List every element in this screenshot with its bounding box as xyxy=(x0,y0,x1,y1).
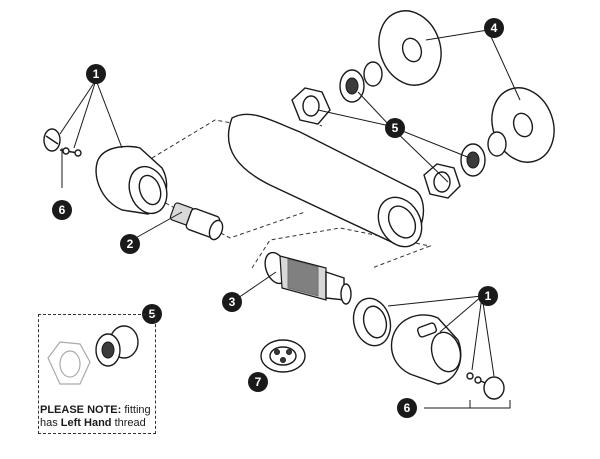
callout-6-right-label: 6 xyxy=(404,401,411,415)
callout-2: 2 xyxy=(120,234,140,254)
note-prefix: PLEASE NOTE: xyxy=(40,404,122,416)
callout-1-left: 1 xyxy=(86,64,106,84)
right-handle-shroud xyxy=(390,314,462,385)
callout-3: 3 xyxy=(222,292,242,312)
callout-4: 4 xyxy=(484,18,504,38)
callout-5-upper-label: 5 xyxy=(392,121,399,135)
left-hand-thread-inset xyxy=(38,314,156,434)
callout-1-left-label: 1 xyxy=(93,67,100,81)
left-cap-and-screw xyxy=(43,128,82,157)
note-line2-start: has xyxy=(40,417,61,429)
note-line2-bold: Left Hand xyxy=(60,417,112,429)
callout-1-right: 1 xyxy=(478,286,498,306)
callout-6-left: 6 xyxy=(52,200,72,220)
callout-6-left-label: 6 xyxy=(59,203,66,217)
right-adaptor-ring xyxy=(352,297,392,347)
callout-2-label: 2 xyxy=(127,237,134,251)
callout-6-right: 6 xyxy=(397,398,417,418)
thermostatic-cartridge xyxy=(264,251,352,305)
callout-7-label: 7 xyxy=(255,375,262,389)
callout-4-label: 4 xyxy=(491,21,498,35)
lower-nut-and-fittings xyxy=(423,131,507,199)
main-body-tube xyxy=(227,113,425,248)
left-hand-thread-fitting xyxy=(47,325,139,385)
note-line-1: PLEASE NOTE: fitting xyxy=(40,404,170,417)
note-line2-end: thread xyxy=(111,417,146,429)
callout-7: 7 xyxy=(248,372,268,392)
lower-wall-plate xyxy=(491,87,555,163)
left-hand-thread-note: PLEASE NOTE: fitting has Left Hand threa… xyxy=(40,404,170,430)
callout-5-upper: 5 xyxy=(385,118,405,138)
callout-3-label: 3 xyxy=(229,295,236,309)
right-screw-and-cap xyxy=(466,372,505,400)
left-handle-shroud xyxy=(95,145,168,215)
note-line1-rest: fitting xyxy=(121,404,151,416)
callout-1-right-label: 1 xyxy=(485,289,492,303)
check-valve xyxy=(260,339,306,373)
note-line-2: has Left Hand thread xyxy=(40,417,170,430)
upper-nut-and-fittings xyxy=(291,61,383,125)
flow-cartridge xyxy=(169,202,224,241)
